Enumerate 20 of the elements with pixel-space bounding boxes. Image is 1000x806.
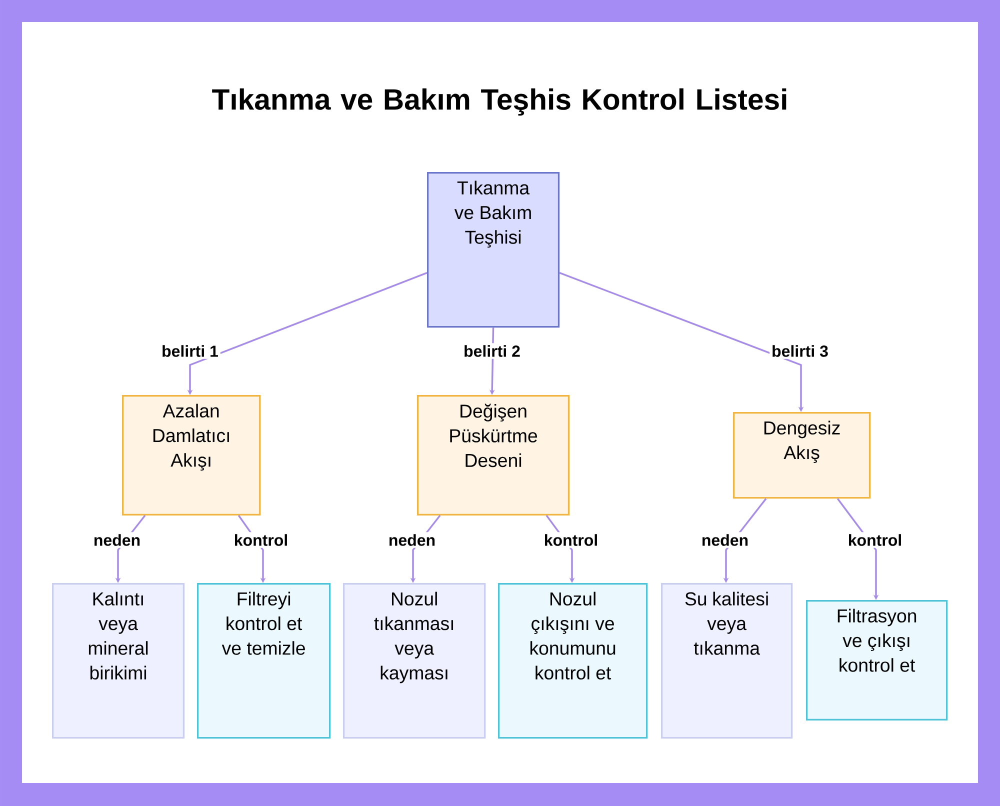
- diagnosis-box: Tıkanma ve Bakım Teşhisi: [427, 172, 560, 328]
- edge-label: belirti 3: [770, 343, 830, 359]
- edge-label: neden: [386, 532, 438, 548]
- edge-label: kontrol: [542, 532, 600, 548]
- symptom-box: Değişen Püskürtme Deseni: [417, 395, 570, 516]
- edge-label: neden: [699, 532, 751, 548]
- symptom-box: Azalan Damlatıcı Akışı: [122, 395, 261, 516]
- cause-box: Kalıntı veya mineral birikimi: [52, 583, 185, 739]
- check-box: Nozul çıkışını ve konumunu kontrol et: [498, 583, 648, 739]
- cause-box: Nozul tıkanması veya kayması: [343, 583, 486, 739]
- edge-label: kontrol: [846, 532, 904, 548]
- check-box: Filtrasyon ve çıkışı kontrol et: [806, 600, 948, 721]
- edge-label: kontrol: [232, 532, 290, 548]
- symptom-box: Dengesiz Akış: [733, 412, 871, 499]
- cause-box: Su kalitesi veya tıkanma: [661, 583, 793, 739]
- edge-label: belirti 2: [462, 343, 522, 359]
- edge-label: neden: [91, 532, 143, 548]
- edge-label: belirti 1: [160, 343, 220, 359]
- check-box: Filtreyi kontrol et ve temizle: [197, 583, 331, 739]
- title: Tıkanma ve Bakım Teşhis Kontrol Listesi: [212, 88, 786, 116]
